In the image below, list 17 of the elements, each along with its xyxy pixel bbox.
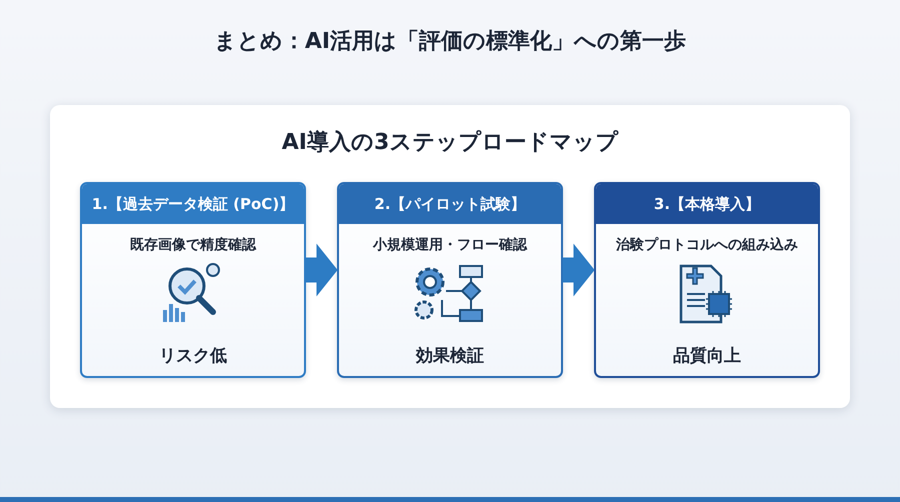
step-header: 1.【過去データ検証 (PoC)】 [82, 184, 304, 224]
step-header: 2.【パイロット試験】 [339, 184, 561, 224]
block-arrow [306, 244, 338, 296]
step-header: 3.【本格導入】 [596, 184, 818, 224]
block-arrow [562, 244, 595, 296]
step-outcome: リスク低 [158, 345, 228, 367]
step-card [80, 182, 306, 378]
step-outcome: 効果検証 [414, 345, 485, 367]
step-description: 小規模運用・フロー確認 [372, 236, 528, 254]
step-card [337, 182, 563, 378]
page-title: まとめ：AI活用は「評価の標準化」への第一歩 [212, 28, 688, 56]
roadmap-panel [50, 105, 850, 408]
step-card [594, 182, 820, 378]
step-description: 既存画像で精度確認 [129, 236, 258, 254]
step-outcome: 品質向上 [672, 345, 742, 367]
step-description: 治験プロトコルへの組み込み [615, 236, 799, 254]
panel-title: AI導入の3ステップロードマップ [280, 129, 620, 157]
